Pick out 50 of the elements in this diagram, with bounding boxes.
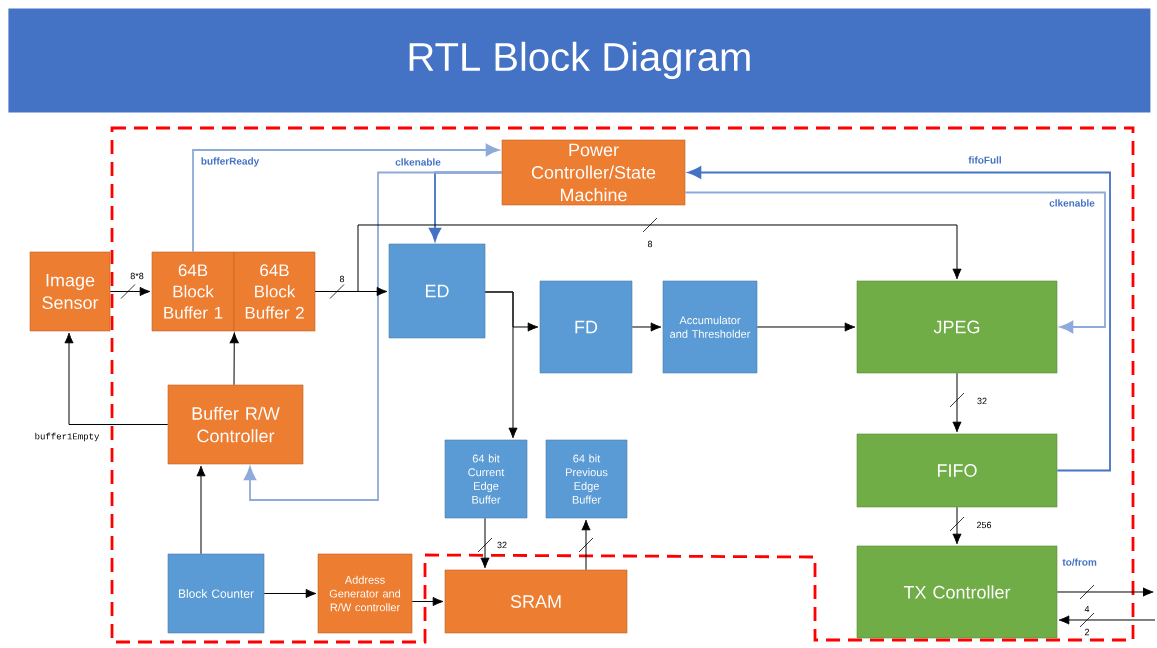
edge-label: 256 bbox=[976, 521, 992, 529]
edge-label: 32 bbox=[497, 541, 507, 549]
arrow bbox=[1058, 615, 1156, 625]
arrow bbox=[192, 143, 500, 253]
block: Address Generator and R/W controller bbox=[317, 553, 413, 634]
block: 64B Block Buffer 2 bbox=[233, 251, 316, 332]
arrow bbox=[581, 519, 591, 571]
block: Buffer R/W Controller bbox=[167, 384, 304, 465]
arrow bbox=[480, 517, 490, 569]
block: JPEG bbox=[856, 280, 1058, 374]
title-banner: RTL Block Diagram bbox=[8, 8, 1151, 113]
arrow bbox=[756, 322, 856, 332]
arrow bbox=[952, 372, 962, 433]
arrow bbox=[109, 286, 151, 297]
block: SRAM bbox=[444, 569, 628, 634]
block: ED bbox=[388, 243, 486, 339]
block: 64 bit Previous Edge Buffer bbox=[545, 439, 628, 519]
arrow bbox=[631, 322, 662, 332]
arrow bbox=[1056, 587, 1154, 597]
arrow bbox=[243, 171, 503, 501]
block: Image Sensor bbox=[29, 251, 111, 332]
block: Power Controller/State Machine bbox=[501, 139, 686, 206]
arrow bbox=[684, 191, 1106, 334]
block: Accumulator and Thresholder bbox=[662, 280, 758, 374]
block: FIFO bbox=[856, 433, 1058, 508]
edge-label: 8 bbox=[339, 275, 345, 283]
arrow bbox=[196, 465, 206, 555]
edge-label: 2 bbox=[1084, 628, 1090, 636]
arrow bbox=[952, 506, 962, 545]
arrow bbox=[687, 166, 1111, 472]
arrow bbox=[263, 588, 317, 599]
block: TX Controller bbox=[856, 545, 1058, 639]
arrow bbox=[229, 332, 239, 386]
block: Block Counter bbox=[167, 553, 265, 634]
block: FD bbox=[539, 280, 633, 374]
edge-label: 32 bbox=[977, 397, 987, 405]
arrow bbox=[484, 291, 518, 439]
arrow bbox=[314, 224, 962, 292]
edge-label: buffer1Empty bbox=[35, 432, 100, 442]
edge-label: fifoFull bbox=[968, 156, 1001, 164]
edge-label: clkenable bbox=[1049, 199, 1095, 207]
arrow bbox=[64, 332, 169, 425]
edge-label: 8*8 bbox=[130, 272, 144, 280]
edge-label: bufferReady bbox=[201, 157, 260, 167]
edge-label: 4 bbox=[1084, 605, 1090, 613]
block: 64B Block Buffer 1 bbox=[151, 251, 235, 332]
edge-label: 8 bbox=[647, 240, 653, 248]
block: 64 bit Current Edge Buffer bbox=[444, 439, 528, 519]
arrow bbox=[411, 596, 444, 607]
edge-label: clkenable bbox=[395, 158, 441, 166]
